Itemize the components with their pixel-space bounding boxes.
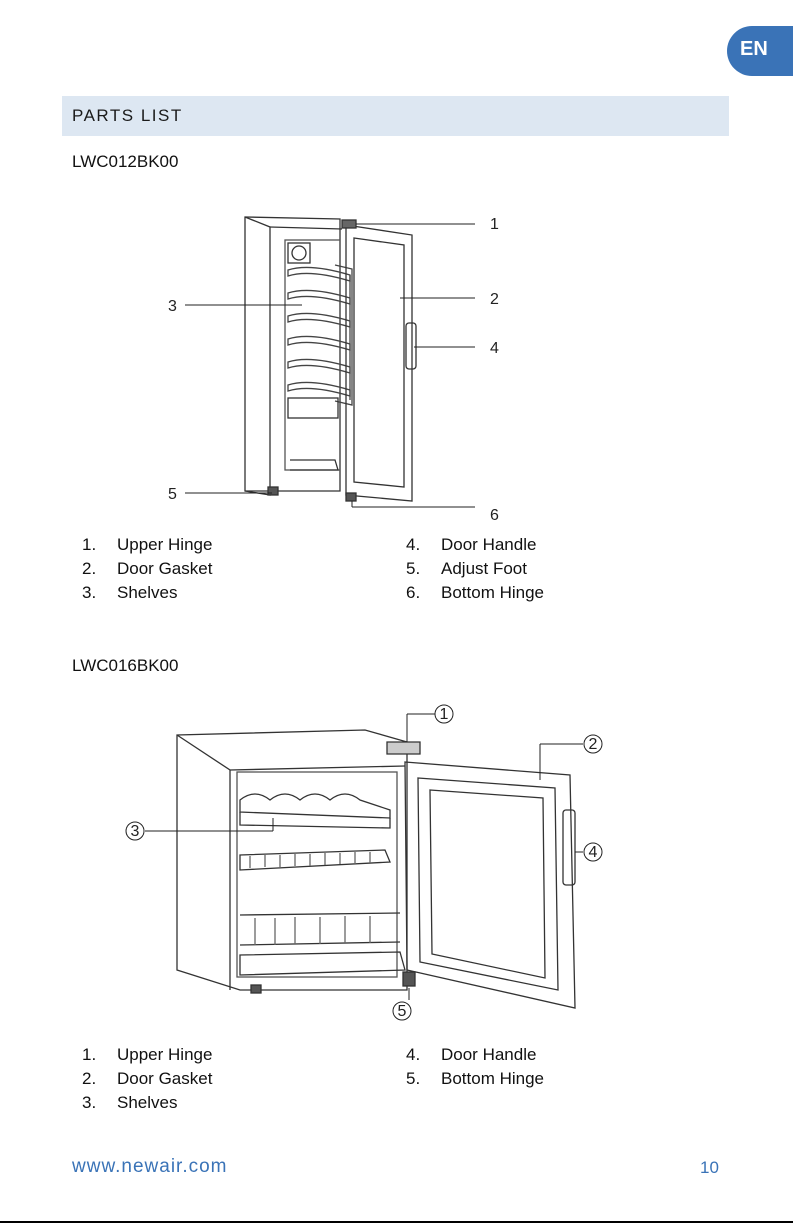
- language-tab: EN: [727, 26, 793, 76]
- model-name-1: LWC012BK00: [72, 152, 178, 172]
- list-item: 4.Door Handle: [406, 1043, 544, 1067]
- callout-2: 2: [490, 291, 499, 308]
- callout-6: 6: [490, 507, 499, 524]
- list-item: 1.Upper Hinge: [82, 533, 212, 557]
- footer-website-link[interactable]: www.newair.com: [72, 1156, 228, 1178]
- list-item: 2.Door Gasket: [82, 1067, 212, 1091]
- list-item: 3.Shelves: [82, 581, 212, 605]
- callout-3: 3: [131, 823, 140, 840]
- section-title: PARTS LIST: [72, 106, 183, 126]
- callout-4: 4: [490, 340, 499, 357]
- parts-list-model-1-right: 4.Door Handle 5.Adjust Foot 6.Bottom Hin…: [406, 533, 544, 605]
- parts-list-model-1-left: 1.Upper Hinge 2.Door Gasket 3.Shelves: [82, 533, 212, 605]
- page-number: 10: [700, 1158, 719, 1178]
- parts-list-model-2-right: 4.Door Handle 5.Bottom Hinge: [406, 1043, 544, 1091]
- callout-1: 1: [490, 216, 499, 233]
- callout-3: 3: [168, 298, 177, 315]
- section-header: PARTS LIST: [62, 96, 729, 136]
- list-item: 1.Upper Hinge: [82, 1043, 212, 1067]
- list-item: 2.Door Gasket: [82, 557, 212, 581]
- list-item: 4.Door Handle: [406, 533, 544, 557]
- language-label: EN: [740, 38, 768, 61]
- list-item: 5.Adjust Foot: [406, 557, 544, 581]
- page-bottom-rule: [0, 1221, 793, 1223]
- list-item: 3.Shelves: [82, 1091, 212, 1115]
- parts-list-model-2-left: 1.Upper Hinge 2.Door Gasket 3.Shelves: [82, 1043, 212, 1115]
- list-item: 5.Bottom Hinge: [406, 1067, 544, 1091]
- callout-1: 1: [440, 706, 449, 723]
- callout-4: 4: [589, 844, 598, 861]
- callout-5: 5: [398, 1003, 407, 1020]
- list-item: 6.Bottom Hinge: [406, 581, 544, 605]
- wine-cooler-diagram-compact: 1 2 3 4 5: [115, 700, 615, 1030]
- model-name-2: LWC016BK00: [72, 656, 178, 676]
- callout-5: 5: [168, 486, 177, 503]
- callout-2: 2: [589, 736, 598, 753]
- wine-cooler-diagram-tall: 1 2 4 3 5 6: [150, 205, 520, 525]
